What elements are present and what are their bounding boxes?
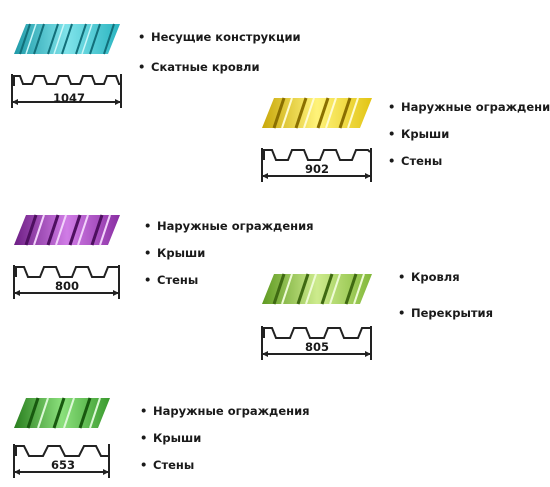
use-item: •Кровля (398, 270, 460, 284)
bullet-icon: • (138, 60, 146, 74)
use-item: •Стены (144, 273, 199, 287)
profile-dimension-icon (13, 444, 110, 478)
bullet-icon: • (398, 306, 406, 320)
corrugated-sheet-icon (262, 273, 372, 305)
use-item: •Стены (388, 154, 443, 168)
use-item: •Наружные ограждения (144, 219, 314, 233)
profile-dimension-icon (11, 74, 122, 108)
uses-list: •Наружные ограждения •Крыши •Стены (140, 404, 310, 472)
bullet-icon: • (388, 127, 396, 141)
use-item: •Крыши (140, 431, 202, 445)
bullet-icon: • (138, 30, 146, 44)
bullet-icon: • (144, 246, 152, 260)
bullet-icon: • (388, 100, 396, 114)
uses-list: •Несущие конструкции •Скатные кровли (138, 30, 301, 74)
use-item: •Скатные кровли (138, 60, 260, 74)
profile-800: 800 •Наружные ограждения •Крыши •Стены (10, 205, 314, 305)
use-item: •Крыши (144, 246, 206, 260)
bullet-icon: • (140, 431, 148, 445)
corrugated-sheet-icon (14, 397, 110, 429)
use-item: •Стены (140, 458, 195, 472)
corrugated-sheet-icon (14, 23, 120, 55)
corrugated-sheet-icon (14, 214, 120, 246)
profile-902: 902 •Наружные ограждения •Крыши •Стены (258, 88, 550, 188)
use-item: •Наружные ограждения (140, 404, 310, 418)
bullet-icon: • (398, 270, 406, 284)
profile-dimension-icon (261, 326, 372, 360)
width-value: 805 (304, 340, 329, 354)
bullet-icon: • (388, 154, 396, 168)
width-value: 653 (50, 458, 75, 472)
use-item: •Несущие конструкции (138, 30, 301, 44)
corrugated-sheet-icon (262, 97, 372, 129)
profile-dimension-icon (261, 148, 372, 182)
use-item: •Перекрытия (398, 306, 493, 320)
profile-1047: 1047 •Несущие конструкции •Скатные кровл… (8, 14, 308, 114)
width-value: 800 (54, 279, 79, 293)
use-item: •Крыши (388, 127, 450, 141)
profile-dimension-icon (13, 265, 120, 299)
use-item: •Наружные ограждения (388, 100, 550, 114)
width-value: 1047 (52, 91, 85, 105)
bullet-icon: • (144, 219, 152, 233)
uses-list: •Наружные ограждения •Крыши •Стены (144, 219, 314, 287)
width-value: 902 (304, 162, 329, 176)
profile-653: 653 •Наружные ограждения •Крыши •Стены (10, 388, 310, 484)
profile-805: 805 •Кровля •Перекрытия (258, 264, 550, 364)
uses-list: •Кровля •Перекрытия (398, 270, 493, 320)
bullet-icon: • (144, 273, 152, 287)
bullet-icon: • (140, 458, 148, 472)
bullet-icon: • (140, 404, 148, 418)
uses-list: •Наружные ограждения •Крыши •Стены (388, 100, 550, 168)
